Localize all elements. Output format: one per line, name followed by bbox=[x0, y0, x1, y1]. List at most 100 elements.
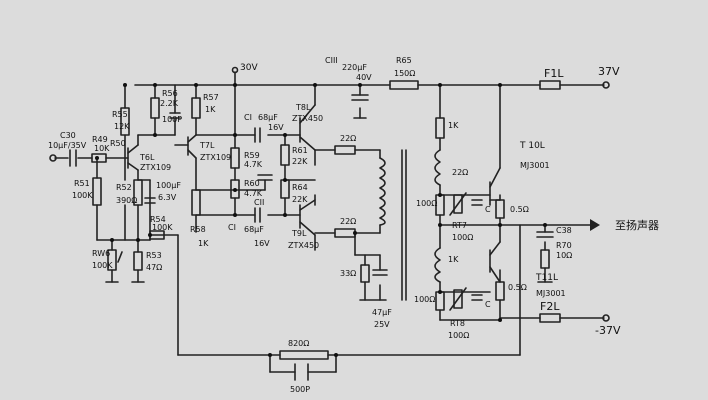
resistor-r57 bbox=[191, 97, 201, 119]
label-c100uf: 100μF bbox=[156, 181, 181, 190]
transformer-primary bbox=[379, 157, 386, 226]
label-c500p: 500P bbox=[290, 385, 310, 394]
resistor-22-bottom bbox=[334, 228, 356, 238]
label-t11-type: MJ3001 bbox=[536, 289, 566, 298]
terminal-minus37 bbox=[602, 314, 610, 322]
label-r100b: 100Ω bbox=[414, 295, 435, 304]
label-r53: R53 bbox=[146, 251, 162, 260]
label-r65-value: 150Ω bbox=[394, 69, 415, 78]
label-r60-value: 4.7K bbox=[244, 189, 263, 198]
resistor-22-top bbox=[334, 145, 356, 155]
label-r1k: 1K bbox=[448, 121, 459, 130]
label-r59: R59 bbox=[244, 151, 260, 160]
label-r22: 22Ω bbox=[452, 168, 468, 177]
label-r65: R65 bbox=[396, 56, 412, 65]
label-f1: F1L bbox=[544, 67, 564, 80]
label-rw6-value: 100K bbox=[92, 261, 113, 270]
label-c30-value: 10μF/35V bbox=[48, 141, 87, 150]
label-r60: R60 bbox=[244, 179, 260, 188]
resistor-r49 bbox=[91, 153, 107, 163]
resistor-820 bbox=[279, 350, 329, 360]
label-t8: T8L bbox=[295, 103, 311, 112]
label-r1k2: 1K bbox=[448, 255, 459, 264]
wires bbox=[54, 71, 605, 373]
label-r33: 33Ω bbox=[340, 269, 356, 278]
label-r52: R52 bbox=[116, 183, 132, 192]
resistor-1k-top bbox=[435, 117, 445, 139]
transformer-secondary-top bbox=[434, 149, 441, 186]
label-c47-voltage: 25V bbox=[374, 320, 390, 329]
resistor-r70 bbox=[540, 249, 550, 269]
label-r56-value: 2.2K bbox=[160, 99, 179, 108]
label-r70: R70 bbox=[556, 241, 572, 250]
resistor-r53 bbox=[133, 251, 143, 271]
label-c1b: CI bbox=[228, 223, 236, 232]
label-r56: R56 bbox=[162, 89, 178, 98]
resistor-r60 bbox=[230, 179, 240, 199]
transformer-secondary-bottom bbox=[434, 247, 441, 283]
label-t10: T 10L bbox=[519, 141, 545, 151]
label-c100p: 100P bbox=[162, 115, 182, 124]
label-r51: R51 bbox=[74, 179, 90, 188]
label-t9: T9L bbox=[291, 229, 307, 238]
label-c38: C38 bbox=[556, 226, 572, 235]
label-rt8-value: 100Ω bbox=[448, 331, 469, 340]
potentiometer-rw6 bbox=[107, 249, 117, 271]
label-r54: R54 bbox=[150, 215, 166, 224]
resistor-05-top bbox=[495, 199, 505, 219]
label-c-bottom: C bbox=[485, 300, 491, 309]
label-r820: 820Ω bbox=[288, 339, 309, 348]
resistor-33 bbox=[360, 264, 370, 283]
label-r64-value: 22K bbox=[292, 195, 308, 204]
label-r61-value: 22K bbox=[292, 157, 308, 166]
label-f2: F2L bbox=[540, 300, 560, 313]
resistor-r65 bbox=[389, 80, 419, 90]
label-c2: CII bbox=[254, 198, 264, 207]
transistor-t11 bbox=[489, 241, 501, 283]
label-t9-type: ZTX450 bbox=[288, 241, 319, 250]
resistor-r64 bbox=[280, 179, 290, 199]
resistor-100-bottom bbox=[435, 291, 445, 311]
resistor-r56 bbox=[150, 97, 160, 119]
transistor-t9 bbox=[299, 199, 316, 236]
label-30v: 30V bbox=[240, 63, 258, 73]
label-rt7-value: 100Ω bbox=[452, 233, 473, 242]
label-plus37: 37V bbox=[598, 65, 620, 78]
label-r58: R58 bbox=[190, 225, 206, 234]
fuse-f1 bbox=[539, 80, 561, 90]
label-r100a: 100Ω bbox=[416, 199, 437, 208]
output-arrow bbox=[590, 219, 600, 231]
label-c1-value: 68μF bbox=[258, 113, 278, 122]
junction-dots bbox=[95, 83, 547, 357]
label-r57-value: 1K bbox=[205, 105, 216, 114]
resistor-r59 bbox=[230, 147, 240, 169]
labels: 30V 37V -37V C30 10μF/35V R49 10K R50 R5… bbox=[48, 56, 659, 394]
label-c-top: C bbox=[485, 205, 491, 214]
label-r70-value: 10Ω bbox=[556, 251, 572, 260]
label-t7: T7L bbox=[199, 141, 215, 150]
label-r22a: 22Ω bbox=[340, 134, 356, 143]
label-rt8: RT8 bbox=[450, 319, 465, 328]
label-r61: R61 bbox=[292, 146, 308, 155]
resistor-r58 bbox=[191, 189, 201, 216]
label-r51-value: 100K bbox=[72, 191, 93, 200]
label-r22b: 22Ω bbox=[340, 217, 356, 226]
resistor-r55 bbox=[120, 107, 130, 136]
label-c1: CI bbox=[244, 113, 252, 122]
label-t8-type: ZTX450 bbox=[292, 114, 323, 123]
label-rt7: RT7 bbox=[452, 221, 467, 230]
resistor-05-bottom bbox=[495, 281, 505, 301]
transistor-t7 bbox=[187, 134, 197, 159]
label-c3-value: 220μF bbox=[342, 63, 367, 72]
label-r55: R55 bbox=[112, 110, 128, 119]
label-t6-type: ZTX109 bbox=[140, 163, 171, 172]
label-c30: C30 bbox=[60, 131, 76, 140]
label-r59-value: 4.7K bbox=[244, 160, 263, 169]
components bbox=[49, 66, 610, 381]
resistor-r52 bbox=[133, 179, 143, 206]
label-r05a: 0.5Ω bbox=[510, 205, 529, 214]
label-rw6: RW6 bbox=[92, 249, 110, 258]
label-c47: 47μF bbox=[372, 308, 392, 317]
resistor-r51 bbox=[92, 177, 102, 206]
